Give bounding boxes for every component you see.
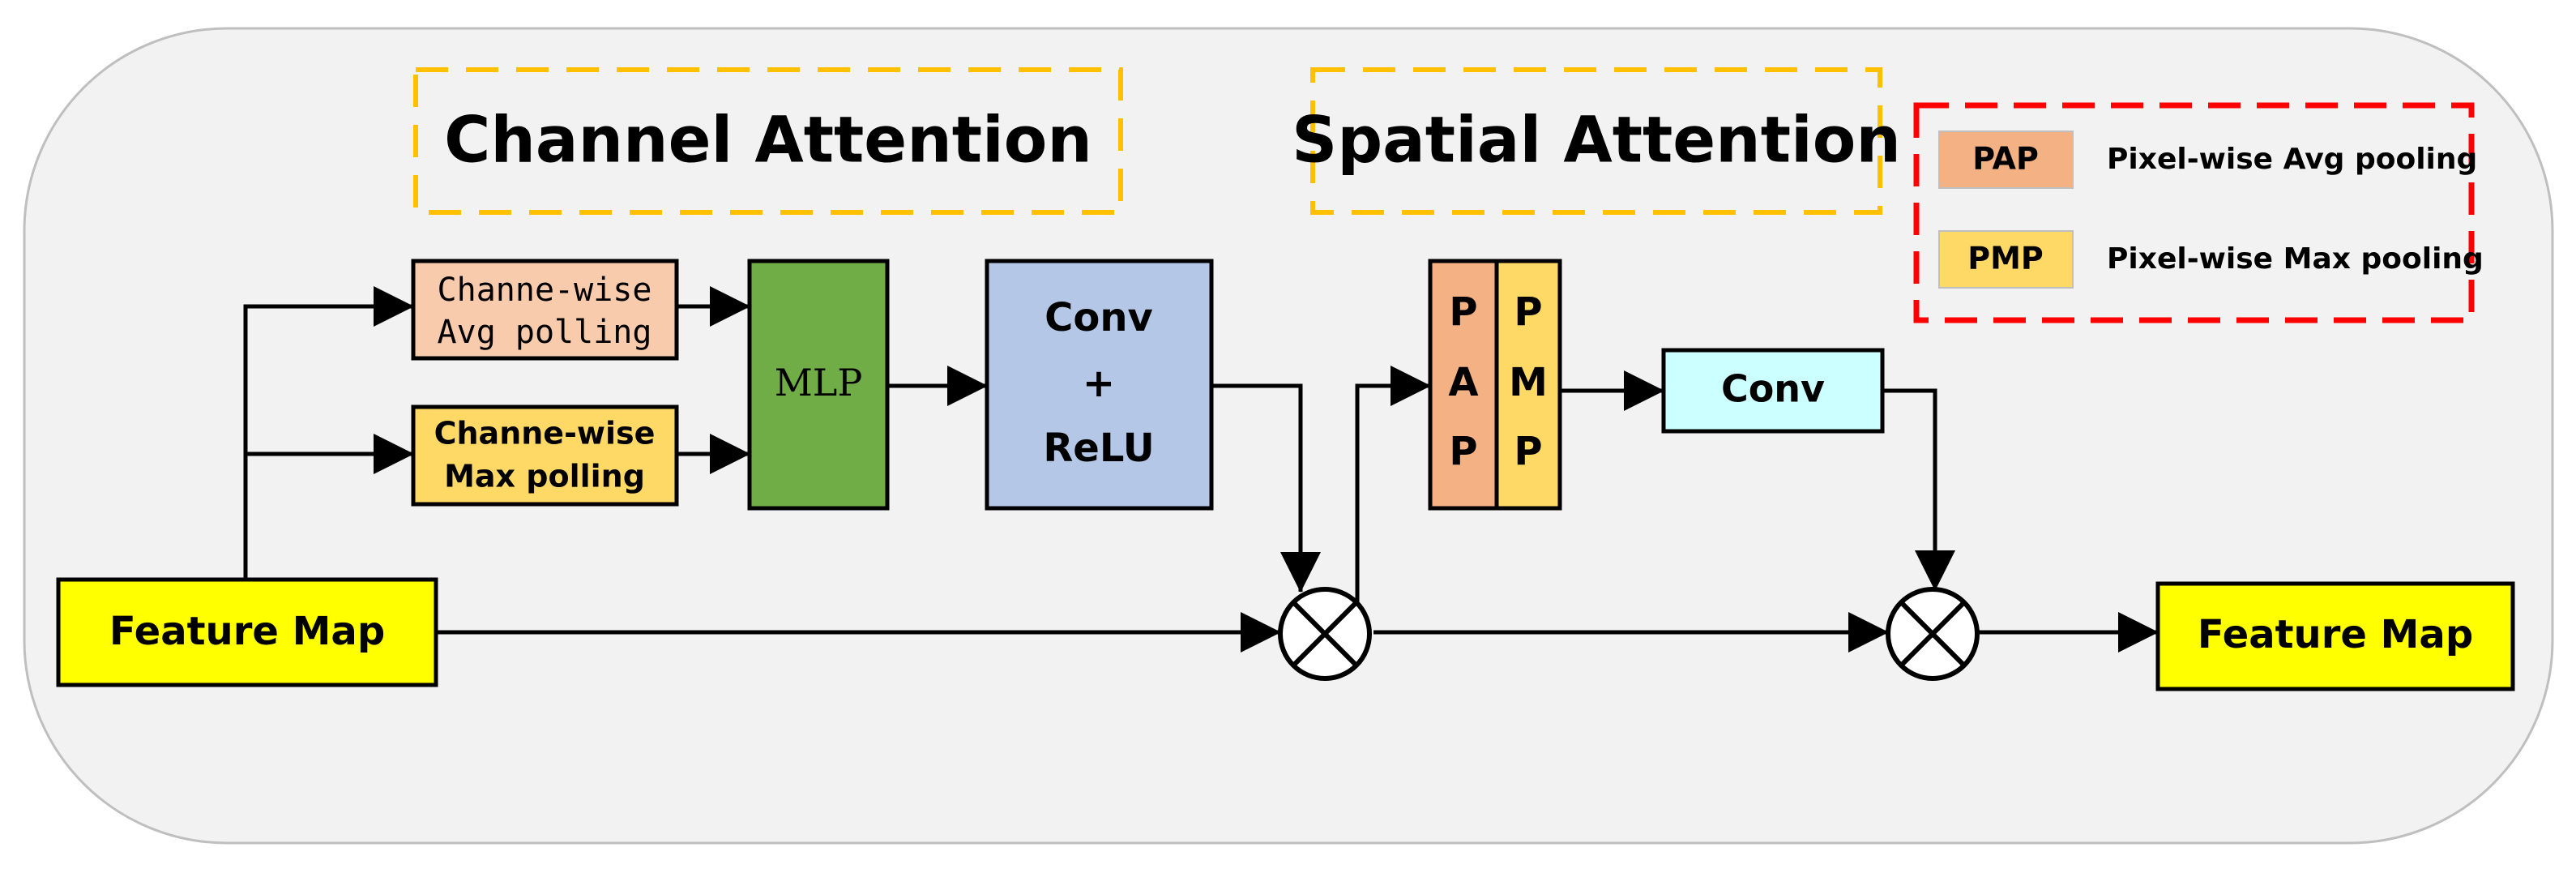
- connector-input-trunk: [243, 286, 414, 580]
- channel-avg-line2: Avg polling: [438, 314, 652, 351]
- connectors: [243, 286, 2159, 653]
- legend-pmp-key: PMP: [1967, 241, 2044, 276]
- pmp-letter-1: P: [1514, 289, 1542, 335]
- feature-map-input-label: Feature Map: [109, 609, 385, 654]
- pap-letter-1: P: [1449, 289, 1477, 335]
- pmp-letter-3: P: [1514, 429, 1542, 474]
- pmp-block: P M P: [1494, 259, 1562, 511]
- mlp-block: MLP: [747, 259, 890, 511]
- spatial-conv-label: Conv: [1721, 367, 1825, 411]
- spatial-attention-header: Spatial Attention: [1292, 67, 1901, 215]
- pap-letter-3: P: [1449, 429, 1477, 474]
- legend: PAP Pixel-wise Avg pooling PMP Pixel-wis…: [1913, 102, 2484, 323]
- channel-max-pooling-block: Channe-wise Max polling: [411, 404, 679, 507]
- spatial-attention-title-box: [1310, 67, 1882, 215]
- conv-relu-line2: +: [1083, 361, 1115, 406]
- feature-map-input: Feature Map: [56, 577, 438, 687]
- pap-block: P A P: [1428, 259, 1499, 511]
- multiply-operator-2: [1886, 587, 1980, 681]
- conv-relu-line1: Conv: [1044, 295, 1153, 340]
- channel-max-line2: Max polling: [444, 459, 645, 494]
- legend-pap-key: PAP: [1972, 141, 2039, 177]
- feature-map-output-label: Feature Map: [2198, 612, 2473, 657]
- legend-pap-swatch: [1938, 131, 2074, 189]
- legend-box: [1913, 102, 2475, 323]
- channel-avg-line1: Channe-wise: [438, 272, 652, 309]
- legend-pmp-description: Pixel-wise Max pooling: [2107, 242, 2484, 276]
- channel-attention-title: Channel Attention: [444, 104, 1092, 177]
- spatial-conv-block: Conv: [1661, 348, 1885, 434]
- pap-letter-2: A: [1448, 360, 1478, 405]
- connector-convrelu-to-mul1: [1211, 383, 1321, 593]
- connector-conv-to-mul2: [1882, 388, 1955, 591]
- conv-relu-line3: ReLU: [1043, 426, 1154, 471]
- channel-avg-pooling-block: Channe-wise Avg polling: [411, 259, 679, 361]
- channel-max-line1: Channe-wise: [434, 416, 656, 451]
- pmp-letter-2: M: [1509, 360, 1548, 405]
- spatial-attention-title: Spatial Attention: [1292, 104, 1901, 177]
- feature-map-output: Feature Map: [2155, 581, 2515, 691]
- connector-mul1-to-pap: [1355, 366, 1431, 604]
- legend-pmp-swatch: [1938, 230, 2074, 289]
- conv-relu-block: Conv + ReLU: [985, 259, 1214, 511]
- channel-attention-title-box: [413, 67, 1123, 215]
- multiply-operator-1: [1278, 587, 1372, 681]
- mlp-label: MLP: [775, 361, 863, 404]
- legend-pap-description: Pixel-wise Avg pooling: [2107, 143, 2477, 176]
- channel-attention-header: Channel Attention: [413, 67, 1123, 215]
